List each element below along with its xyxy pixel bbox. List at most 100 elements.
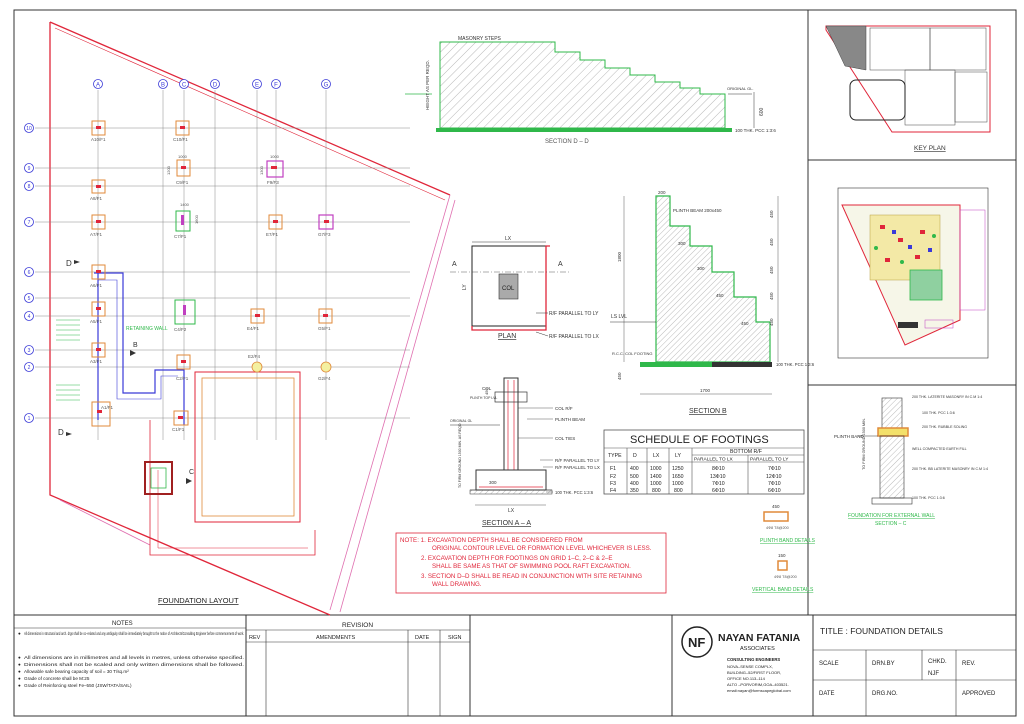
section-marker-d-top: D (66, 259, 80, 268)
section-b-title: SECTION B (689, 408, 727, 415)
svg-text:1000: 1000 (672, 481, 684, 487)
svg-text:1000: 1000 (650, 466, 662, 472)
footing-g5f1: G5/F1 (318, 308, 333, 331)
boundary-bottom (59, 499, 151, 546)
section-b-right-dim-1: 450 (769, 210, 774, 218)
grid-bubble-c: C (179, 79, 189, 89)
revision-header-rev: REV (249, 635, 261, 641)
svg-text:A5/F1: A5/F1 (90, 319, 103, 324)
tb-chkd: CHKD. (928, 659, 947, 665)
svg-text:D: D (213, 83, 218, 89)
section-b-step-1: 300 (678, 241, 686, 246)
svg-text:D: D (66, 259, 72, 268)
notes-item-4-bullet: ● (18, 669, 21, 674)
section-aa-rf-lx: R/F PARALLEL TO LX (555, 465, 600, 470)
site-neighbour (959, 209, 986, 311)
schedule-header-par-ly: PARALLEL TO LY (750, 457, 789, 463)
section-aa-rf-ly: R/F PARALLEL TO LY (555, 458, 600, 463)
plinth-band-spec: 4Ф8 T8@200 (766, 526, 789, 530)
pool-inner (201, 377, 295, 517)
svg-text:C2/F1: C2/F1 (176, 376, 189, 381)
svg-text:9: 9 (28, 166, 31, 172)
drawing-title: TITLE : FOUNDATION DETAILS (820, 626, 943, 636)
svg-text:E7/F1: E7/F1 (266, 232, 279, 237)
left-steps (56, 319, 80, 401)
grid-bubble-4: 4 (24, 311, 34, 321)
vertical-band-spec: 4Ф8 T8@200 (774, 575, 797, 579)
plan-section-a-right: A (558, 261, 563, 268)
firm-logo-text: NF (688, 635, 705, 650)
plan-col-label: COL (502, 286, 515, 292)
svg-text:G2/F4: G2/F4 (318, 376, 331, 381)
grid-bubbles-left: 10 9 8 7 6 5 4 3 2 1 (24, 123, 34, 423)
schedule-header-par-lx: PARALLEL TO LX (694, 457, 734, 463)
firm-line-3: BUILDING–52/FIRST FLOOR, (727, 670, 781, 675)
section-marker-d-bottom: D (58, 428, 72, 437)
notes-item-6-bullet: ● (18, 683, 21, 688)
footing-a1f1: A1/F1 (91, 401, 114, 427)
svg-text:1000: 1000 (650, 481, 662, 487)
plot-boundary-diagonal (49, 21, 451, 196)
plinth-band-section (763, 511, 789, 522)
svg-text:8: 8 (28, 184, 31, 190)
footing-f9f3: F9/F3 (266, 160, 284, 185)
dim-f9-top: 1000 (270, 154, 280, 159)
foundation-layout-title: FOUNDATION LAYOUT (158, 596, 239, 605)
section-aa-d450: 450 (484, 388, 489, 395)
pool-deck-edge (149, 420, 316, 556)
section-c-upper-wall (881, 397, 903, 429)
section-aa-col-rf: COL R/F (555, 406, 573, 411)
section-dd: MASONRY STEPS HEIGHT AS PER REQD. ORIGIN… (405, 36, 776, 145)
section-b-right-dim-4: 450 (769, 292, 774, 300)
section-c-lower-wall (879, 435, 905, 499)
svg-text:400: 400 (630, 466, 639, 472)
svg-text:D: D (58, 428, 64, 437)
section-aa-title: SECTION A – A (482, 520, 531, 527)
firm-line-2: NOVA–SENSE COMPLX, (727, 664, 773, 669)
svg-text:C: C (189, 469, 194, 476)
key-plan-boundary (825, 25, 991, 133)
section-b-ls-lvl: LS LVL (611, 314, 627, 320)
site-plan-frame (837, 187, 989, 359)
grid-bubble-1: 1 (24, 413, 34, 423)
section-c-label-7: 100 THK. PCC 1:3:6 (912, 496, 945, 500)
svg-text:1: 1 (28, 416, 31, 422)
schedule-header-bottom-rf: BOTTOM R/F (730, 449, 762, 455)
grid-bubble-a: A (93, 79, 103, 89)
section-b-right-dim-2: 450 (769, 238, 774, 246)
masonry-steps-label: MASONRY STEPS (458, 36, 502, 42)
section-c-label-1: 200 THK. LATERITE MASONRY IN C.M 1:4 (912, 395, 982, 399)
svg-text:E: E (255, 83, 259, 89)
plan-rf-ly-label: R/F PARALLEL TO LY (549, 311, 599, 317)
site-pool (909, 269, 943, 301)
tb-chkd-val: NJF (928, 671, 939, 677)
section-markers: D B D C (58, 259, 194, 484)
footing-a5f1: A5/F1 (90, 301, 106, 324)
svg-text:C4/F2: C4/F2 (174, 327, 187, 332)
red-note-2b: SHALL BE SAME AS THAT OF SWIMMING POOL R… (432, 563, 631, 570)
svg-text:8Ф10: 8Ф10 (712, 466, 725, 472)
section-c-label-2: 100 THK. PCC 1:3:6 (922, 411, 955, 415)
notes-item-6: Grade of Reinforcing steel Fe–550 (JSW/T… (24, 683, 132, 688)
svg-text:A3/F1: A3/F1 (90, 359, 103, 364)
footing-c7f1: C7/F1 (174, 210, 191, 239)
schedule-of-footings: SCHEDULE OF FOOTINGS TYPE D LX LY BOTTOM… (603, 429, 805, 495)
footing-g2f4: G2/F4 (318, 361, 332, 381)
section-c: PLINTH BAND TO FIRM GROUND 1500 MIN. 200… (834, 395, 988, 527)
section-dd-pcc-label: 100 THK. PCC 1:3:6 (735, 128, 776, 133)
firm-line-6: email:nayan@formscapeglobal.com (727, 688, 791, 693)
revision-title: REVISION (342, 622, 373, 629)
svg-text:7Ф10: 7Ф10 (768, 481, 781, 487)
plan-rf-lx-label: R/F PARALLEL TO LX (549, 334, 600, 340)
notes-item-1: All dimensions in structural and arch. d… (24, 631, 244, 636)
svg-text:C1/F1: C1/F1 (172, 427, 185, 432)
plan-column (498, 273, 519, 300)
grid-bubbles-top: A B C D E F G (93, 79, 331, 89)
boundary-right (329, 194, 451, 611)
vertical-band-dim: 150 (778, 553, 786, 558)
firm-line-1: CONSULTING ENGINEERS (727, 657, 780, 662)
svg-text:5: 5 (28, 296, 31, 302)
section-aa-side: TO FIRM GROUND 1500 MIN. AS REQD (458, 423, 462, 488)
key-plan-highlight (825, 25, 867, 71)
section-b-wall (655, 195, 771, 363)
